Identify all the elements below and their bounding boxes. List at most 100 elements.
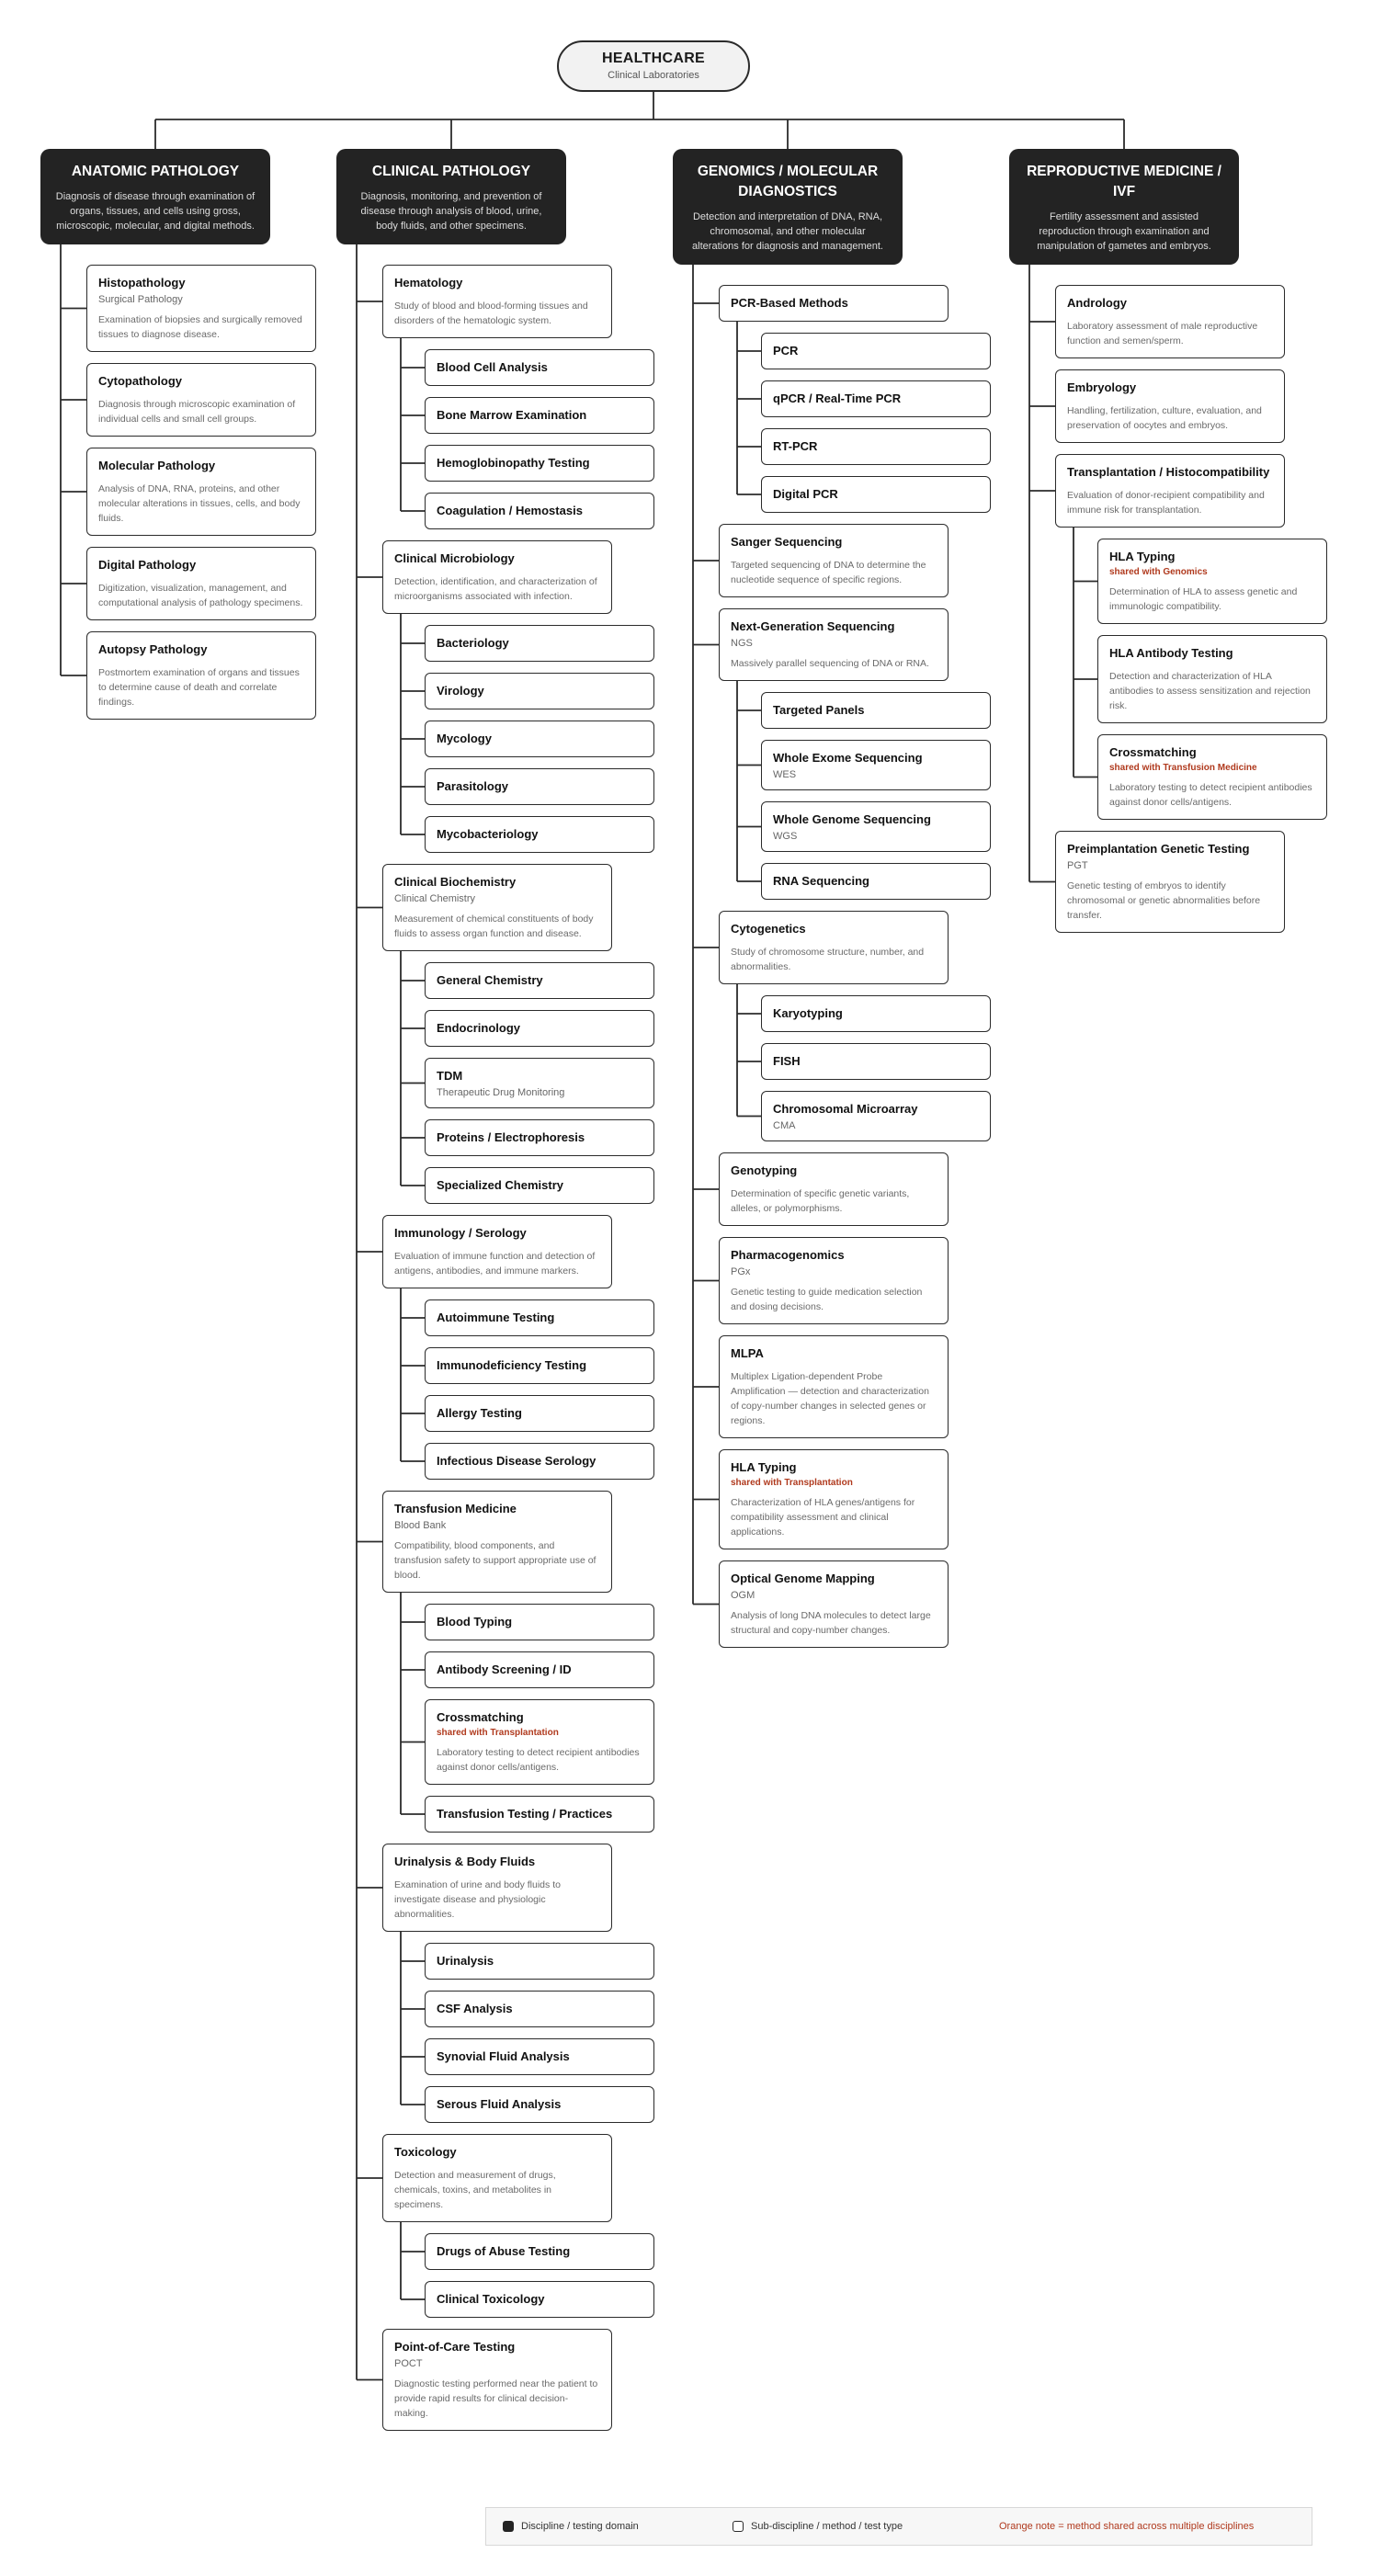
node-drugs-of-abuse-testing: Drugs of Abuse Testing bbox=[425, 2233, 654, 2270]
node-title: PCR bbox=[773, 344, 799, 357]
legend: Discipline / testing domain Sub-discipli… bbox=[485, 2507, 1312, 2546]
node-title: Hemoglobinopathy Testing bbox=[437, 456, 590, 470]
node-rna-sequencing: RNA Sequencing bbox=[761, 863, 991, 900]
node-title: Infectious Disease Serology bbox=[437, 1454, 596, 1468]
node-title: PCR-Based Methods bbox=[731, 296, 848, 310]
node-subtitle: Therapeutic Drug Monitoring bbox=[437, 1087, 565, 1098]
node-title: Hematology bbox=[394, 276, 463, 289]
shared-note: shared with Transplantation bbox=[437, 1728, 559, 1738]
node-title: Point-of-Care Testing bbox=[394, 2340, 516, 2354]
node-title: Crossmatching bbox=[1109, 745, 1197, 759]
node-title: Andrology bbox=[1067, 296, 1127, 310]
node-pcr: PCR bbox=[761, 333, 991, 369]
node-urinalysis: Urinalysis bbox=[425, 1943, 654, 1980]
node-title: Immunodeficiency Testing bbox=[437, 1358, 587, 1372]
node-title: Transfusion Medicine bbox=[394, 1502, 517, 1515]
node-mycology: Mycology bbox=[425, 721, 654, 757]
node-description: Digitization, visualization, management,… bbox=[98, 583, 303, 608]
node-title: General Chemistry bbox=[437, 973, 543, 987]
node-title: qPCR / Real-Time PCR bbox=[773, 392, 902, 405]
node-qpcr-real-time-pcr: qPCR / Real-Time PCR bbox=[761, 380, 991, 417]
node-title: Bone Marrow Examination bbox=[437, 408, 587, 422]
legend-item-sub: Sub-discipline / method / test type bbox=[733, 2521, 903, 2532]
node-title: Molecular Pathology bbox=[98, 459, 216, 472]
node-description: Laboratory assessment of male reproducti… bbox=[1067, 321, 1258, 346]
node-title: Urinalysis & Body Fluids bbox=[394, 1855, 536, 1868]
node-subtitle: Surgical Pathology bbox=[98, 294, 183, 305]
root-node-healthcare: HEALTHCARE Clinical Laboratories bbox=[557, 40, 750, 92]
node-title: Whole Exome Sequencing bbox=[773, 751, 923, 765]
node-crossmatching: Crossmatching shared with Transplantation… bbox=[425, 1699, 654, 1785]
node-title: REPRODUCTIVE MEDICINE / IVF bbox=[1027, 164, 1221, 199]
node-title: Autopsy Pathology bbox=[98, 642, 208, 656]
node-title: Embryology bbox=[1067, 380, 1137, 394]
legend-label-domain: Discipline / testing domain bbox=[521, 2521, 639, 2532]
node-title: Antibody Screening / ID bbox=[437, 1662, 572, 1676]
node-description: Examination of biopsies and surgically r… bbox=[98, 314, 302, 340]
node-targeted-panels: Targeted Panels bbox=[761, 692, 991, 729]
node-title: Coagulation / Hemostasis bbox=[437, 504, 583, 517]
node-subtitle: PGx bbox=[731, 1266, 751, 1277]
node-title: HLA Typing bbox=[731, 1460, 797, 1474]
node-subtitle: PGT bbox=[1067, 860, 1088, 871]
node-title: ANATOMIC PATHOLOGY bbox=[71, 164, 240, 179]
node-title: Pharmacogenomics bbox=[731, 1248, 845, 1262]
node-digital-pcr: Digital PCR bbox=[761, 476, 991, 513]
node-description: Detection and measurement of drugs, chem… bbox=[394, 2170, 556, 2210]
node-specialized-chemistry: Specialized Chemistry bbox=[425, 1167, 654, 1204]
node-subtitle: NGS bbox=[731, 638, 753, 649]
node-subtitle: WES bbox=[773, 769, 797, 780]
node-description: Study of chromosome structure, number, a… bbox=[731, 947, 925, 972]
node-description: Evaluation of donor-recipient compatibil… bbox=[1067, 490, 1265, 516]
node-title: Transplantation / Histocompatibility bbox=[1067, 465, 1270, 479]
node-karyotyping: Karyotyping bbox=[761, 995, 991, 1032]
node-title: Crossmatching bbox=[437, 1710, 524, 1724]
node-endocrinology: Endocrinology bbox=[425, 1010, 654, 1047]
node-bacteriology: Bacteriology bbox=[425, 625, 654, 662]
node-title: Whole Genome Sequencing bbox=[773, 812, 931, 826]
node-title: GENOMICS / MOLECULAR DIAGNOSTICS bbox=[697, 164, 879, 199]
node-description: Genetic testing of embryos to identify c… bbox=[1067, 880, 1261, 921]
node-title: Immunology / Serology bbox=[394, 1226, 527, 1240]
node-title: Autoimmune Testing bbox=[437, 1311, 555, 1324]
legend-label-sub: Sub-discipline / method / test type bbox=[751, 2521, 903, 2532]
node-title: Histopathology bbox=[98, 276, 186, 289]
node-title: Genotyping bbox=[731, 1163, 798, 1177]
node-virology: Virology bbox=[425, 673, 654, 709]
node-title: Blood Typing bbox=[437, 1615, 513, 1628]
node-allergy-testing: Allergy Testing bbox=[425, 1395, 654, 1432]
node-title: MLPA bbox=[731, 1346, 764, 1360]
node-title: Clinical Biochemistry bbox=[394, 875, 517, 889]
node-description: Detection and characterization of HLA an… bbox=[1109, 671, 1311, 711]
node-description: Massively parallel sequencing of DNA or … bbox=[731, 658, 929, 669]
shared-note: shared with Transplantation bbox=[731, 1478, 853, 1488]
legend-item-note: Orange note = method shared across multi… bbox=[999, 2521, 1254, 2532]
node-title: Blood Cell Analysis bbox=[437, 360, 548, 374]
node-title: RT-PCR bbox=[773, 439, 818, 453]
node-description: Determination of specific genetic varian… bbox=[731, 1188, 910, 1214]
node-title: Chromosomal Microarray bbox=[773, 1102, 918, 1116]
node-description: Fertility assessment and assisted reprod… bbox=[1037, 211, 1211, 252]
node-coagulation-hemostasis: Coagulation / Hemostasis bbox=[425, 493, 654, 529]
node-mycobacteriology: Mycobacteriology bbox=[425, 816, 654, 853]
node-title: Transfusion Testing / Practices bbox=[437, 1807, 613, 1821]
node-title: Virology bbox=[437, 684, 484, 698]
